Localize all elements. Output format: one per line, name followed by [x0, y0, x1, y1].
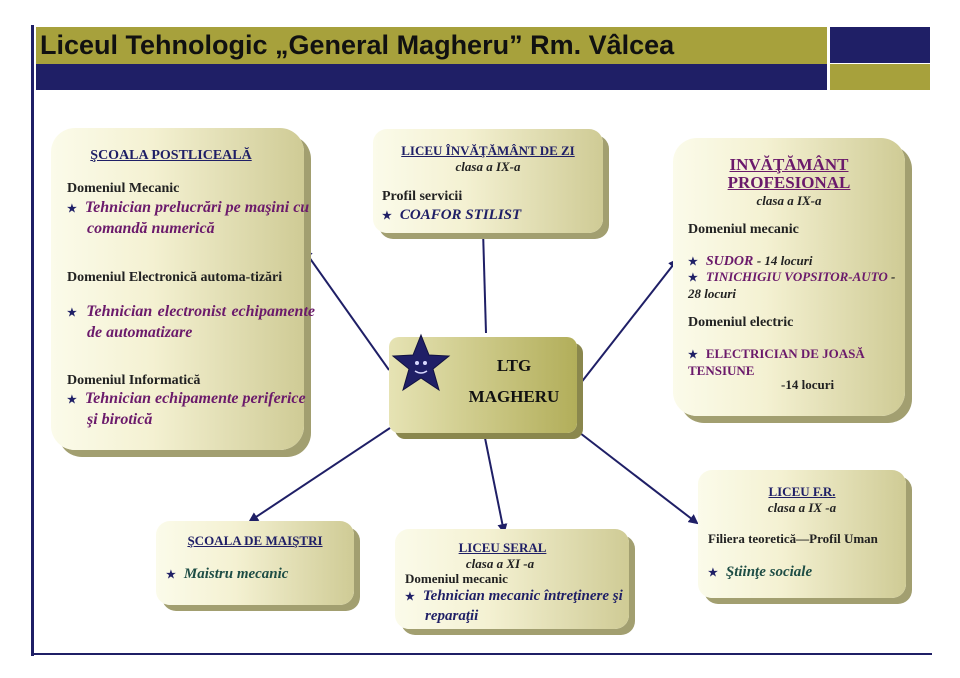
box-seral: LICEU SERAL clasa a XI -a Domeniul mecan… — [395, 529, 629, 629]
box-fr: LICEU F.R. clasa a IX -a Filiera teoreti… — [698, 470, 906, 598]
postliceala-domain-informatica: Domeniul Informatică — [67, 373, 201, 388]
profesional-item-sudor: ★SUDOR - 14 locuri — [688, 253, 813, 269]
bottom-border — [31, 653, 932, 655]
fr-class: clasa a IX -a — [767, 500, 837, 515]
postliceala-domain-mecanic: Domeniul Mecanic — [67, 181, 180, 196]
liceu-zi-profile: Profil servicii — [382, 189, 463, 204]
star-bullet-icon: ★ — [382, 210, 392, 222]
header-navy-band — [36, 64, 827, 90]
page-title: Liceul Tehnologic „General Magheru” Rm. … — [40, 30, 675, 60]
arrow-to-seral — [483, 432, 508, 534]
postliceala-item-1: ★Tehnician prelucrări pe maşini cu coman… — [67, 199, 310, 237]
liceu-zi-item: ★COAFOR STILIST — [382, 207, 522, 223]
arrow-to-profesional — [579, 258, 679, 385]
star-bullet-icon: ★ — [166, 569, 176, 581]
profesional-title-2: PROFESIONAL — [727, 173, 851, 192]
star-bullet-icon: ★ — [708, 567, 718, 579]
maistri-title: ŞCOALA DE MAIŞTRI — [187, 533, 323, 548]
maistri-item: ★Maistru mecanic — [166, 566, 289, 582]
liceu-zi-title: LICEU ÎNVĂŢĂMÂNT DE ZI — [401, 143, 575, 158]
header-bar: Liceul Tehnologic „General Magheru” Rm. … — [36, 27, 827, 66]
profesional-title-1: INVĂŢĂMÂNT — [729, 155, 849, 174]
star-bullet-icon: ★ — [688, 349, 698, 361]
profesional-item-electrician: ★ELECTRICIAN DE JOASĂ TENSIUNE — [688, 346, 865, 378]
star-bullet-icon: ★ — [688, 272, 698, 284]
postliceala-item-3: ★Tehnician echipamente periferice şi bir… — [67, 390, 306, 428]
star-bullet-icon: ★ — [67, 307, 79, 319]
star-bullet-icon: ★ — [688, 256, 698, 268]
star-face-icon — [391, 333, 451, 392]
profesional-item-tinichigiu: ★TINICHIGIU VOPSITOR-AUTO - 28 locuri — [688, 269, 896, 301]
header-olive-block — [830, 64, 930, 90]
seral-class: clasa a XI -a — [465, 556, 535, 571]
liceu-zi-class: clasa a IX-a — [455, 159, 521, 174]
postliceala-title: ŞCOALA POSTLICEALĂ — [90, 148, 252, 163]
fr-item: ★Ştiinţe sociale — [708, 564, 813, 580]
seral-item: ★Tehnician mecanic întreţinere şi repara… — [405, 588, 623, 624]
seral-title: LICEU SERAL — [458, 540, 547, 555]
arrow-to-fr — [579, 432, 699, 525]
box-postliceala: ŞCOALA POSTLICEALĂ Domeniul Mecanic ★Teh… — [51, 128, 315, 450]
postliceala-domain-electronica: Domeniul Electronică automa-tizări — [67, 270, 283, 285]
left-border — [31, 25, 34, 656]
profesional-domain-mecanic: Domeniul mecanic — [688, 222, 799, 237]
center-box-ltg: LTG MAGHERU — [389, 333, 577, 433]
box-liceu-zi: LICEU ÎNVĂŢĂMÂNT DE ZI clasa a IX-a Prof… — [373, 129, 603, 233]
center-label-1: LTG — [496, 356, 532, 375]
postliceala-item-2: ★Tehnician electronist echipamente de au… — [67, 303, 315, 341]
profesional-item-tinichigiu-places: - 28 locuri — [688, 269, 896, 301]
star-bullet-icon: ★ — [67, 203, 77, 215]
seral-domain: Domeniul mecanic — [405, 571, 508, 586]
profesional-class: clasa a IX-a — [756, 193, 822, 208]
star-bullet-icon: ★ — [405, 591, 415, 603]
arrow-to-liceu-zi — [478, 228, 489, 334]
arrow-to-postliceala — [302, 248, 390, 371]
star-bullet-icon: ★ — [67, 394, 77, 406]
fr-filiera: Filiera teoretică—Profil Uman — [708, 531, 878, 546]
box-maistri: ŞCOALA DE MAIŞTRI ★Maistru mecanic — [156, 521, 354, 605]
profesional-domain-electric: Domeniul electric — [688, 315, 794, 330]
profesional-item-sudor-places: - 14 locuri — [756, 253, 813, 268]
box-profesional: INVĂŢĂMÂNT PROFESIONAL clasa a IX-a Dome… — [673, 138, 905, 416]
arrow-to-maistri — [248, 427, 391, 523]
profesional-item-electrician-places: -14 locuri — [781, 377, 835, 392]
header-navy-block — [830, 27, 930, 63]
fr-title: LICEU F.R. — [768, 484, 836, 499]
center-label-2: MAGHERU — [468, 387, 560, 406]
